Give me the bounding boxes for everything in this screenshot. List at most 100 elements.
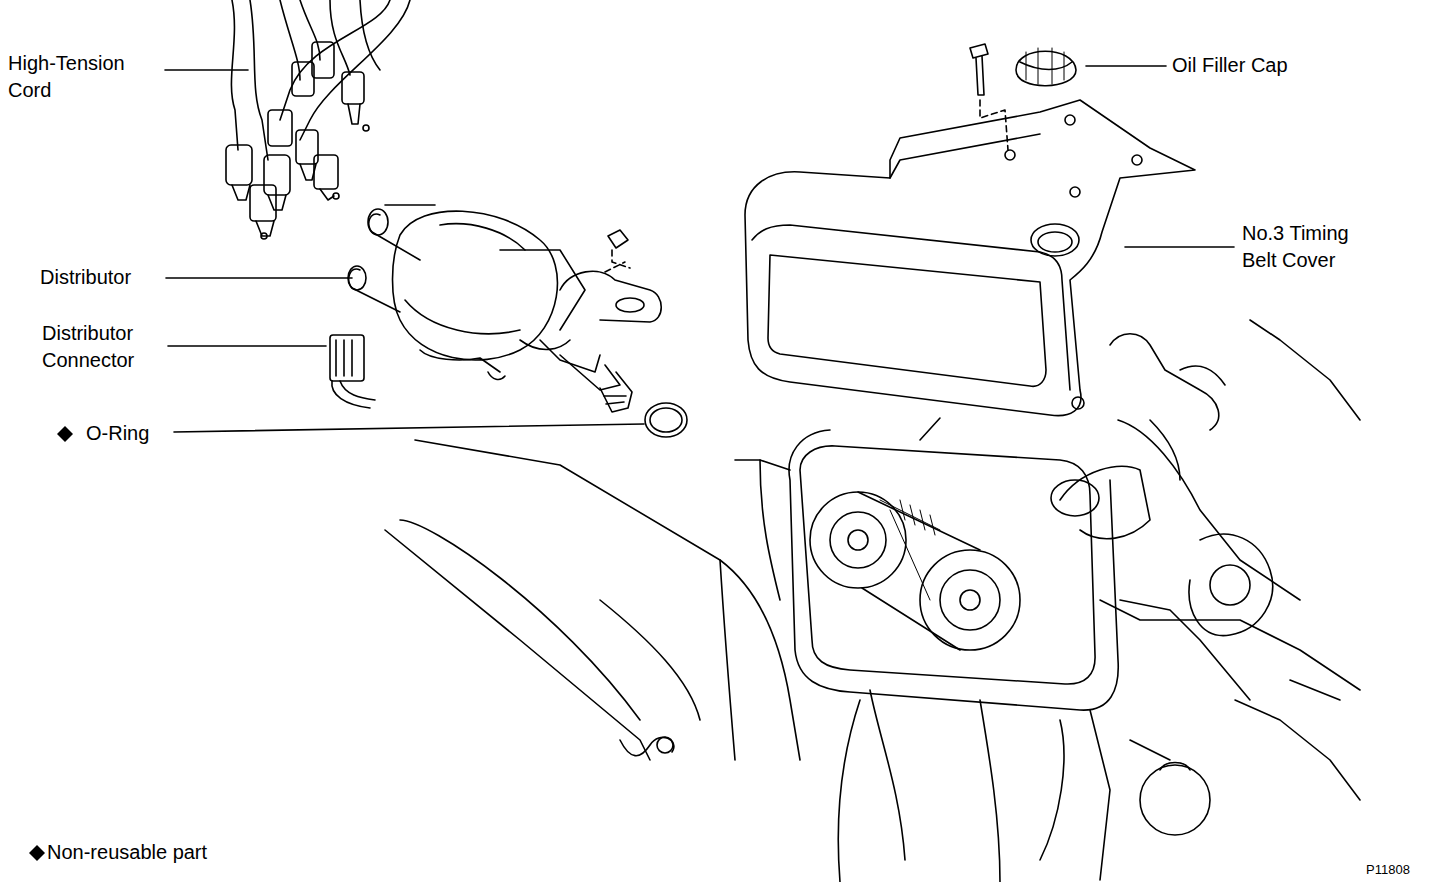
high-tension-cords-part (320, 189, 334, 200)
high-tension-cords-part (363, 125, 369, 131)
high-tension-cords-part (292, 62, 314, 96)
engine-head-part (960, 590, 980, 610)
high-tension-cords-part (231, 0, 238, 150)
distributor-connector-part (336, 340, 352, 376)
timing-belt-cover-part (1038, 232, 1072, 252)
engine-head-part (760, 460, 790, 600)
leader-lines-part (1086, 65, 1166, 67)
distributor-connector (330, 335, 375, 408)
legend-text: Non-reusable part (47, 839, 207, 866)
engine-head-part (810, 492, 906, 588)
body-outline-part (720, 560, 735, 760)
high-tension-cords-part (330, 0, 350, 75)
high-tension-cords-part (300, 0, 320, 60)
high-tension-cords (226, 0, 410, 239)
high-tension-cords-part (250, 185, 276, 221)
engine-head-part (1140, 765, 1210, 835)
body-outline-part (600, 600, 700, 720)
engine-head-part (1060, 466, 1150, 538)
non-reusable-mark (29, 426, 73, 861)
distributor-part (405, 300, 520, 334)
oil-filler-cap-part (976, 56, 984, 95)
engine-head-part (838, 700, 860, 882)
engine-head-part (1120, 600, 1250, 700)
figure-code: P11808 (1366, 862, 1436, 878)
timing-belt-cover (745, 100, 1195, 416)
distributor-part (560, 355, 620, 390)
distributor-part (393, 211, 558, 360)
engine-head-part (1160, 763, 1190, 771)
high-tension-cords-part (314, 155, 338, 189)
high-tension-cords-part (348, 104, 360, 124)
distributor (348, 205, 661, 412)
non-reusable-mark-part (57, 426, 73, 442)
high-tension-cords-part (268, 195, 286, 210)
part-label: Distributor Connector (42, 320, 166, 374)
high-tension-cords-part (268, 110, 292, 146)
timing-belt-cover-part (1132, 155, 1142, 165)
distributor-part (368, 209, 388, 235)
leader-lines-part (174, 424, 644, 432)
engine-head-part (880, 500, 940, 600)
distributor-part (540, 340, 600, 372)
body-outline-part (620, 737, 674, 755)
engine-head-part (1130, 740, 1170, 760)
part-label: Oil Filler Cap (1172, 52, 1372, 79)
distributor-part (348, 266, 366, 290)
engine-head-part (1250, 320, 1360, 420)
distributor-part (605, 250, 630, 272)
timing-belt-cover-part (768, 255, 1046, 386)
part-label: High-Tension Cord (8, 50, 158, 104)
oil-filler-cap-part (1026, 48, 1064, 84)
part-label: No.3 Timing Belt Cover (1242, 220, 1378, 274)
distributor-connector-part (332, 381, 375, 408)
engine-head-part (1210, 565, 1250, 605)
engine-illustration-part (29, 0, 1360, 882)
engine-head-part (900, 500, 935, 535)
high-tension-cords-part (226, 145, 252, 185)
engine-head-part (800, 446, 1095, 684)
high-tension-cords-part (312, 42, 334, 78)
engine-head-part (1118, 420, 1300, 600)
high-tension-cords-part (280, 0, 390, 120)
engine-head-part (848, 530, 868, 550)
high-tension-cords-part (333, 193, 339, 199)
engine-head-part (1150, 420, 1180, 480)
body-outline-part (400, 520, 640, 720)
high-tension-cords-part (261, 233, 267, 239)
o-ring-part (645, 403, 687, 437)
body-outline-part (657, 737, 673, 753)
engine-head-part (735, 459, 760, 461)
timing-belt-cover-part (745, 100, 1195, 416)
engine-head-part (830, 512, 886, 568)
o-ring (645, 403, 687, 437)
leader-lines-part (166, 277, 352, 279)
oil-filler-cap (970, 44, 1076, 150)
timing-belt-cover-part (752, 225, 1070, 390)
engine-head (735, 320, 1360, 882)
engine-head-part (1051, 480, 1099, 516)
engine-head-part (980, 700, 1000, 882)
distributor-part (420, 350, 500, 372)
engine-head-part (920, 418, 940, 440)
engine-head-part (1235, 700, 1360, 800)
distributor-part (608, 230, 628, 248)
high-tension-cords-part (300, 0, 410, 140)
distributor-part (560, 271, 661, 322)
timing-belt-cover-part (1005, 150, 1015, 160)
distributor-part (604, 396, 626, 404)
high-tension-cords-part (342, 72, 364, 104)
engine-head-part (789, 430, 1118, 710)
oil-filler-cap-part (970, 44, 988, 58)
oil-filler-cap-part (1016, 51, 1076, 86)
engine-head-part (1090, 710, 1110, 880)
distributor-part (600, 372, 632, 412)
body-outline-part (385, 530, 650, 760)
distributor-part (500, 250, 585, 330)
engine-head-part (1110, 334, 1219, 430)
o-ring-part (650, 408, 682, 432)
engine-head-part (1290, 680, 1340, 700)
leader-lines-part (168, 345, 326, 347)
